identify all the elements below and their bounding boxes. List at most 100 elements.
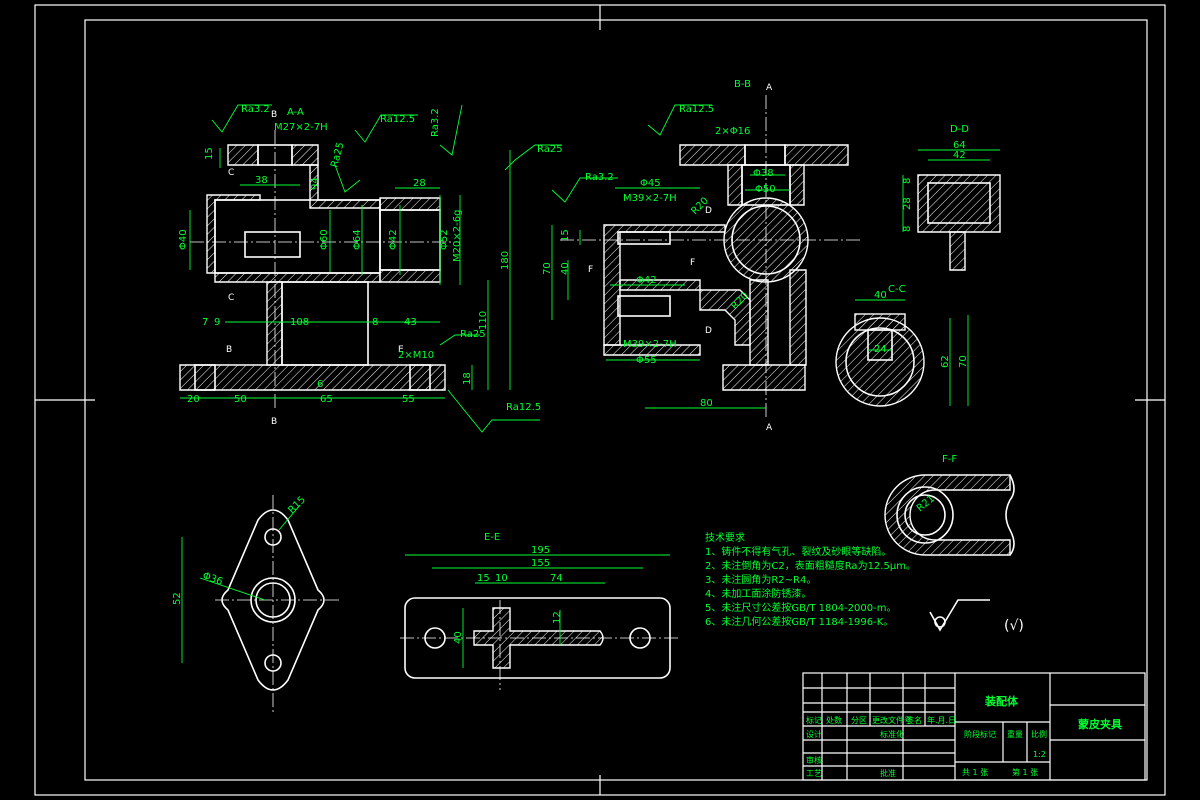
section-mark-a-top: A <box>766 83 773 93</box>
dim-flange-r15: R15 <box>286 494 308 516</box>
dim-aa-8: 8 <box>372 317 378 328</box>
view-label-ff: F-F <box>942 454 957 465</box>
dim-ee-74: 74 <box>550 573 563 584</box>
thread-m20: M20×2-6g <box>452 210 463 262</box>
tb-approve: 批准 <box>880 768 896 778</box>
requirement-6: 6、未注几何公差按GB/T 1184-1996-K。 <box>705 615 893 628</box>
dim-bb-70: 70 <box>542 262 553 275</box>
dim-cc-24: 24 <box>874 344 887 355</box>
section-view-cc: C-C 40 24 62 70 <box>835 284 969 407</box>
dim-cc-70: 70 <box>958 355 969 368</box>
section-view-bb: B-B A A D D F F <box>542 79 860 433</box>
general-roughness-symbol: (√) <box>929 599 1024 634</box>
section-view-dd: D-D 64 42 8 28 8 <box>902 124 1001 271</box>
drawing-name: 蒙皮夹具 <box>1078 717 1122 731</box>
part-name: 装配体 <box>984 694 1019 708</box>
tb-design: 设计 <box>806 729 822 739</box>
dim-ee-15: 15 <box>477 573 490 584</box>
section-view-ff: F-F R21 <box>884 454 1015 556</box>
dim-aa-d40: Φ40 <box>178 229 189 250</box>
dim-aa-108: 108 <box>290 317 309 328</box>
dim-aa-38: 38 <box>255 175 268 186</box>
tb-header-mark: 标记 <box>806 715 822 725</box>
section-mark-d-bottom: D <box>705 326 712 336</box>
flange-view: 52 Φ36 R15 <box>172 494 340 715</box>
tb-header-date: 年.月.日 <box>927 715 956 725</box>
dim-cc-40: 40 <box>874 290 887 301</box>
section-mark-c-top: C <box>228 168 234 178</box>
thread-m27: M27×2-7H <box>274 122 328 133</box>
roughness-aa-ra32-left: Ra3.2 <box>241 104 270 115</box>
dim-bb-d38: Φ38 <box>753 168 774 179</box>
rest-roughness-symbol: (√) <box>1004 618 1024 634</box>
requirement-1: 1、铸件不得有气孔、裂纹及砂眼等缺陷。 <box>705 545 891 558</box>
section-mark-d-top: D <box>705 206 712 216</box>
section-mark-f-left: F <box>588 265 593 275</box>
tb-header-doc: 更改文件号 <box>872 715 912 725</box>
tb-process: 工艺 <box>806 769 822 778</box>
dim-aa-15: 15 <box>204 147 215 160</box>
dim-cc-62: 62 <box>940 355 951 368</box>
dim-ee-40: 40 <box>453 631 464 644</box>
roughness-aa-ra25-top: Ra25 <box>537 144 563 155</box>
dim-bb-15: 15 <box>560 229 571 242</box>
view-label-aa: A-A <box>287 107 304 118</box>
dim-flange-52: 52 <box>172 592 183 605</box>
section-view-ee: E-E 195 155 15 10 74 12 40 <box>400 532 680 690</box>
tb-stage-mark: 阶段标记 <box>964 729 996 739</box>
dim-aa-18: 18 <box>462 372 473 385</box>
dim-aa-7: 7 <box>202 317 208 328</box>
section-mark-a-bottom: A <box>766 423 773 433</box>
dim-ee-10: 10 <box>495 573 508 584</box>
requirements-title: 技术要求 <box>705 531 745 544</box>
dim-dd-42: 42 <box>953 150 966 161</box>
section-mark-b-left: B <box>226 345 232 355</box>
dim-bb-d50: Φ50 <box>755 184 776 195</box>
section-mark-b-top: B <box>271 110 277 120</box>
dim-aa-43: 43 <box>404 317 417 328</box>
dim-ee-155: 155 <box>531 558 550 569</box>
view-label-dd: D-D <box>950 124 969 135</box>
dim-dd-8a: 8 <box>902 178 913 184</box>
dim-ee-12: 12 <box>552 611 563 624</box>
dim-aa-d60: Φ60 <box>319 229 330 250</box>
holes-2xd16: 2×Φ16 <box>715 126 750 137</box>
roughness-aa-ra32-right: Ra3.2 <box>430 108 441 137</box>
dim-aa-d42: Φ42 <box>388 229 399 250</box>
dim-aa-180: 180 <box>500 251 511 270</box>
dim-bb-80: 80 <box>700 398 713 409</box>
dim-aa-28: 28 <box>413 178 426 189</box>
roughness-aa-ra25-inner: Ra25 <box>329 141 346 169</box>
thread-m39-top: M39×2-7H <box>623 193 677 204</box>
dim-dd-28: 28 <box>902 197 913 210</box>
dim-aa-55: 55 <box>402 394 415 405</box>
requirement-2: 2、未注倒角为C2，表面粗糙度Ra为12.5μm。 <box>705 559 916 572</box>
view-label-cc: C-C <box>888 284 906 295</box>
sheet-frame <box>34 4 1166 796</box>
dim-aa-20: 20 <box>187 394 200 405</box>
dim-dd-8b: 8 <box>902 226 913 232</box>
dim-ee-195: 195 <box>531 545 550 556</box>
requirement-4: 4、未加工面涂防锈漆。 <box>705 587 811 600</box>
section-mark-b-bottom: B <box>271 417 277 427</box>
dim-aa-6: 6 <box>317 379 323 390</box>
tb-header-sign: 签名 <box>906 715 922 725</box>
section-mark-c-bottom: C <box>228 293 234 303</box>
dim-aa-d52: Φ52 <box>439 229 450 250</box>
tb-review: 审核 <box>806 755 822 765</box>
dim-bb-d45: Φ45 <box>640 178 661 189</box>
tb-scale-label: 比例 <box>1031 729 1047 739</box>
dim-aa-65: 65 <box>320 394 333 405</box>
tb-standardize: 标准化 <box>880 729 904 739</box>
dim-aa-94: 94 <box>310 177 321 190</box>
tb-scale: 1:2 <box>1033 750 1046 759</box>
tb-sheet-no: 第 1 张 <box>1012 767 1038 777</box>
title-block: 装配体 蒙皮夹具 标记 处数 分区 更改文件号 签名 年.月.日 设计 标准化 … <box>802 672 1146 781</box>
roughness-aa-ra25-base: Ra25 <box>460 329 486 340</box>
dim-aa-50: 50 <box>234 394 247 405</box>
dim-aa-110: 110 <box>478 311 489 330</box>
tb-weight: 重量 <box>1007 729 1023 739</box>
roughness-aa-ra125-top: Ra12.5 <box>380 114 415 125</box>
view-label-ee: E-E <box>484 532 500 543</box>
